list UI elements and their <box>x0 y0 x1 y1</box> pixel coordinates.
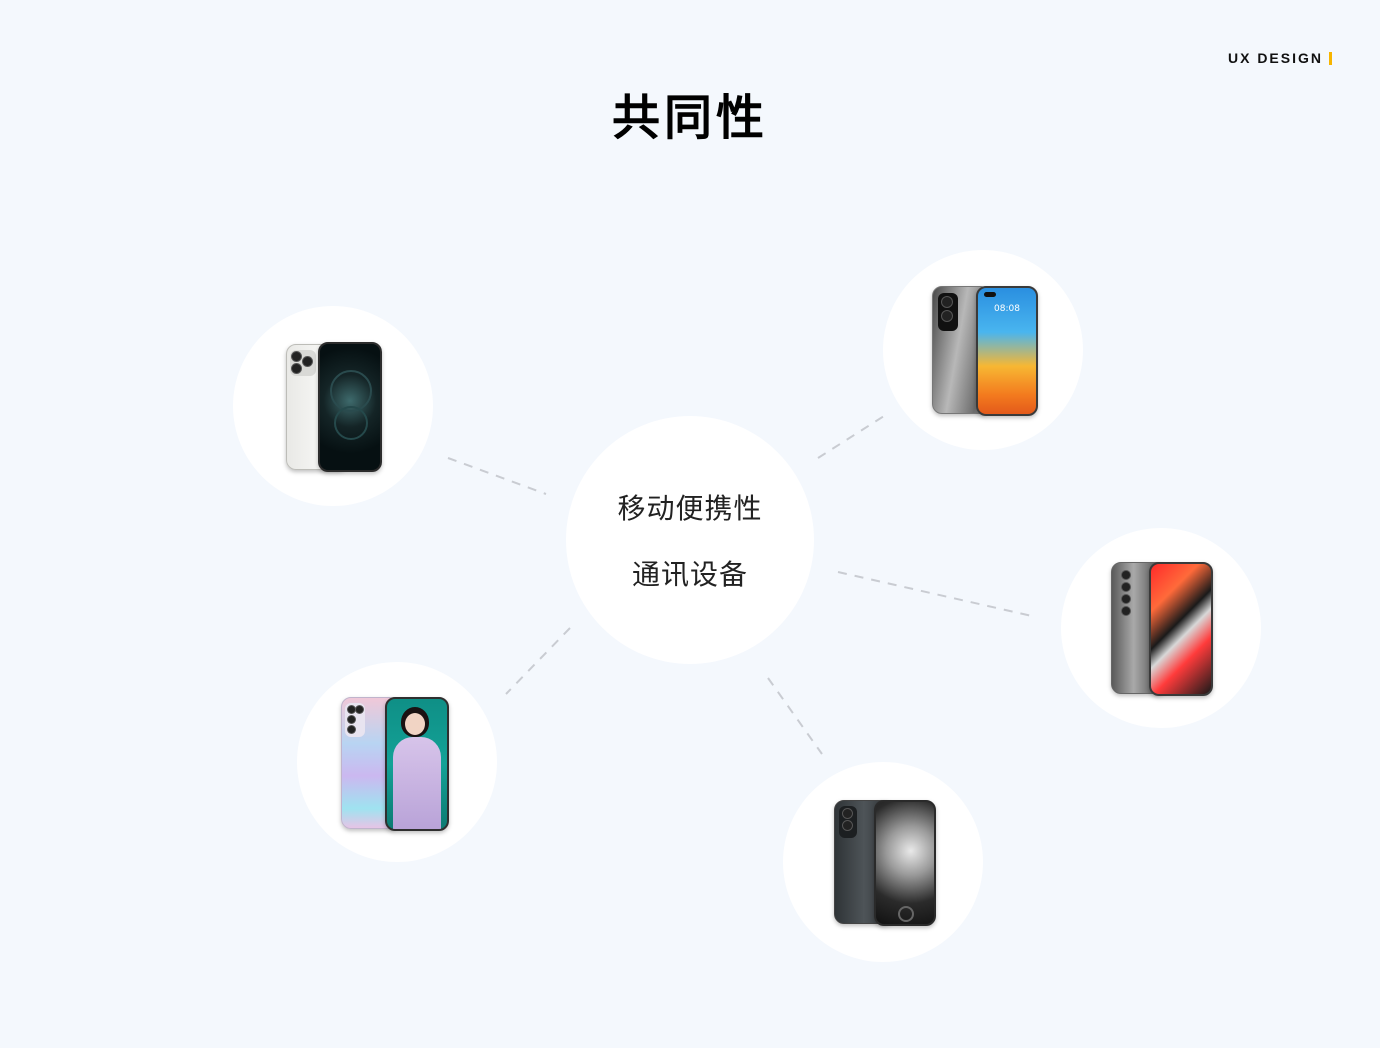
oppo-image <box>341 697 449 831</box>
huawei-image: 08:08 <box>932 286 1038 416</box>
connector-huawei <box>817 415 885 459</box>
vivo-circle <box>783 762 983 962</box>
center-circle: 移动便携性 通讯设备 <box>566 416 814 664</box>
huawei-circle: 08:08 <box>883 250 1083 450</box>
connector-oppo <box>505 627 571 695</box>
vivo-front <box>874 800 936 926</box>
connector-vivo <box>767 677 823 755</box>
xiaomi-front <box>1149 562 1213 696</box>
page-title: 共同性 <box>611 90 768 146</box>
xiaomi-circle <box>1061 528 1261 728</box>
connector-xiaomi <box>837 571 1033 617</box>
screen-clock: 08:08 <box>994 304 1020 314</box>
iphone-front <box>318 342 382 472</box>
iphone-image <box>286 342 382 472</box>
brand-accent-bar <box>1329 51 1332 65</box>
center-line-2: 通讯设备 <box>631 558 748 591</box>
vivo-image <box>834 800 936 926</box>
iphone-circle <box>233 306 433 506</box>
xiaomi-image <box>1111 562 1213 696</box>
connector-iphone <box>447 457 547 495</box>
oppo-circle <box>297 662 497 862</box>
huawei-front: 08:08 <box>976 286 1038 416</box>
brand-text: UX DESIGN <box>1227 50 1323 66</box>
center-line-1: 移动便携性 <box>617 492 763 525</box>
oppo-front <box>385 697 449 831</box>
brand-label: UX DESIGN <box>1228 50 1332 66</box>
